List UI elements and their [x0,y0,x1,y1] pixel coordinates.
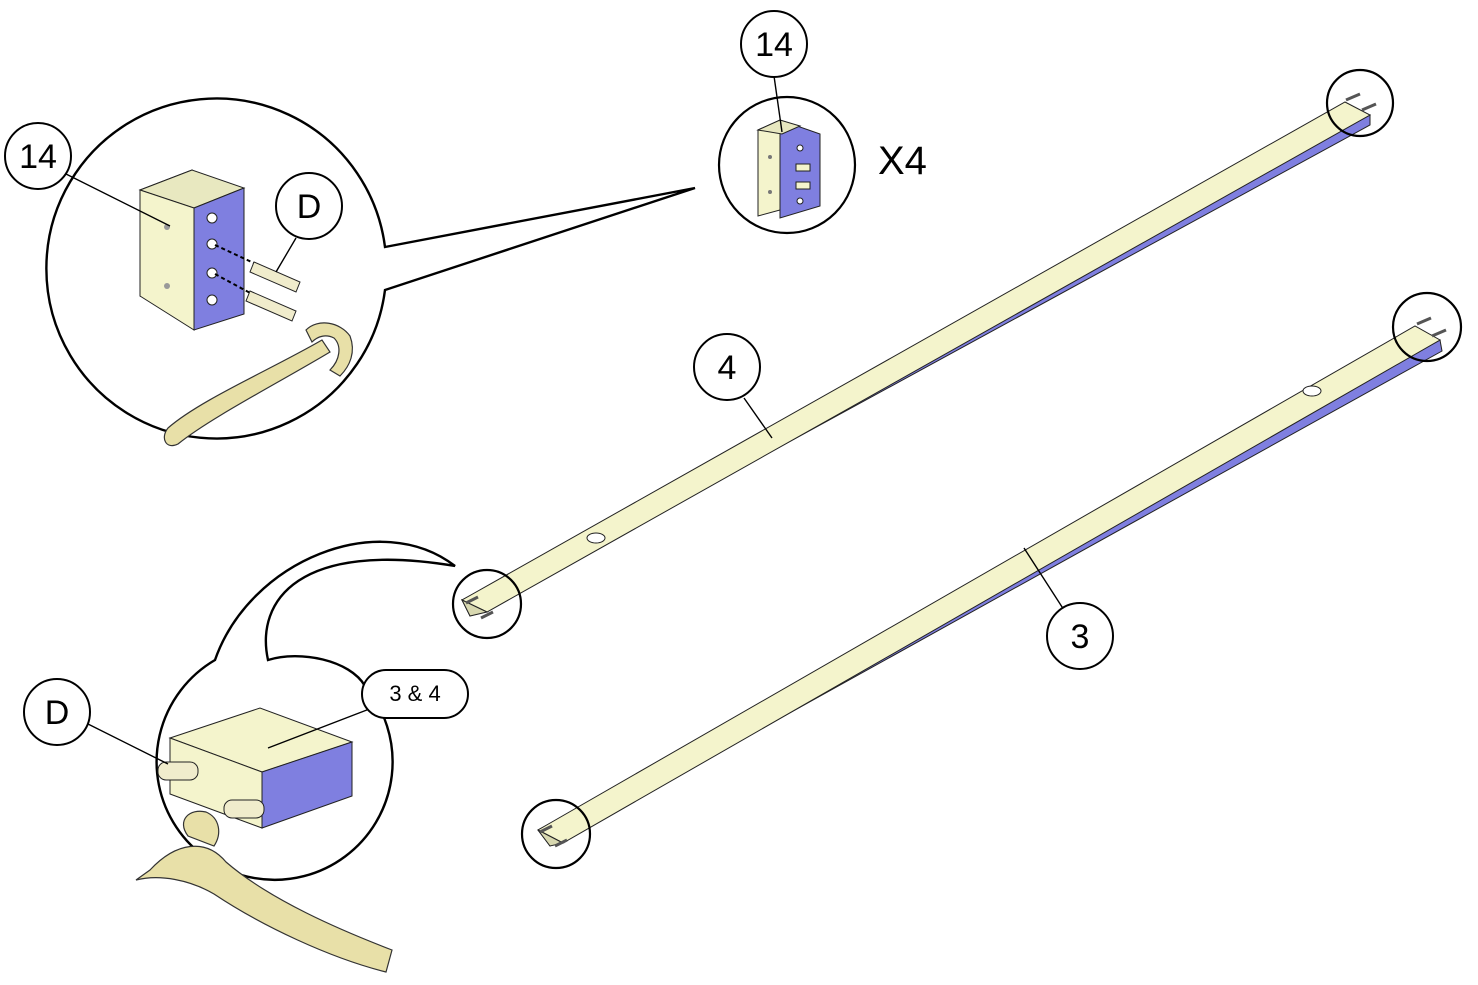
rail-3-end-detail-circle [1391,291,1463,363]
rail-3-start-detail-circle [520,798,592,870]
callout-rails-3-4-label: 3 & 4 [389,681,440,706]
rail-4-start-detail-circle [451,568,523,640]
callout-dowel-bottom-label: D [45,694,70,732]
quantity-label: X4 [878,139,927,183]
callout-rail-3: 3 [1023,547,1114,670]
callout-rails-3-4: 3 & 4 [267,669,469,749]
callout-14-top-label: 14 [755,26,793,64]
callout-rail-4-label: 4 [718,349,737,387]
detail-bubble-block [45,97,696,447]
callout-14-detail-label: 14 [19,138,57,176]
rail-3 [536,316,1447,848]
callout-rail-3-label: 3 [1071,618,1090,656]
callout-dowel-bottom: D [23,678,169,765]
rail-4-end-detail-circle [1325,68,1395,138]
spacer-block-small [717,95,857,235]
rail-4 [460,92,1377,620]
callout-14-top: 14 [740,10,808,133]
callout-dowel-top-label: D [297,188,322,226]
callout-dowel-top: D [275,172,343,273]
callout-rail-4: 4 [693,333,773,439]
detail-bubble-rails [135,540,456,973]
callout-14-detail: 14 [4,122,171,227]
